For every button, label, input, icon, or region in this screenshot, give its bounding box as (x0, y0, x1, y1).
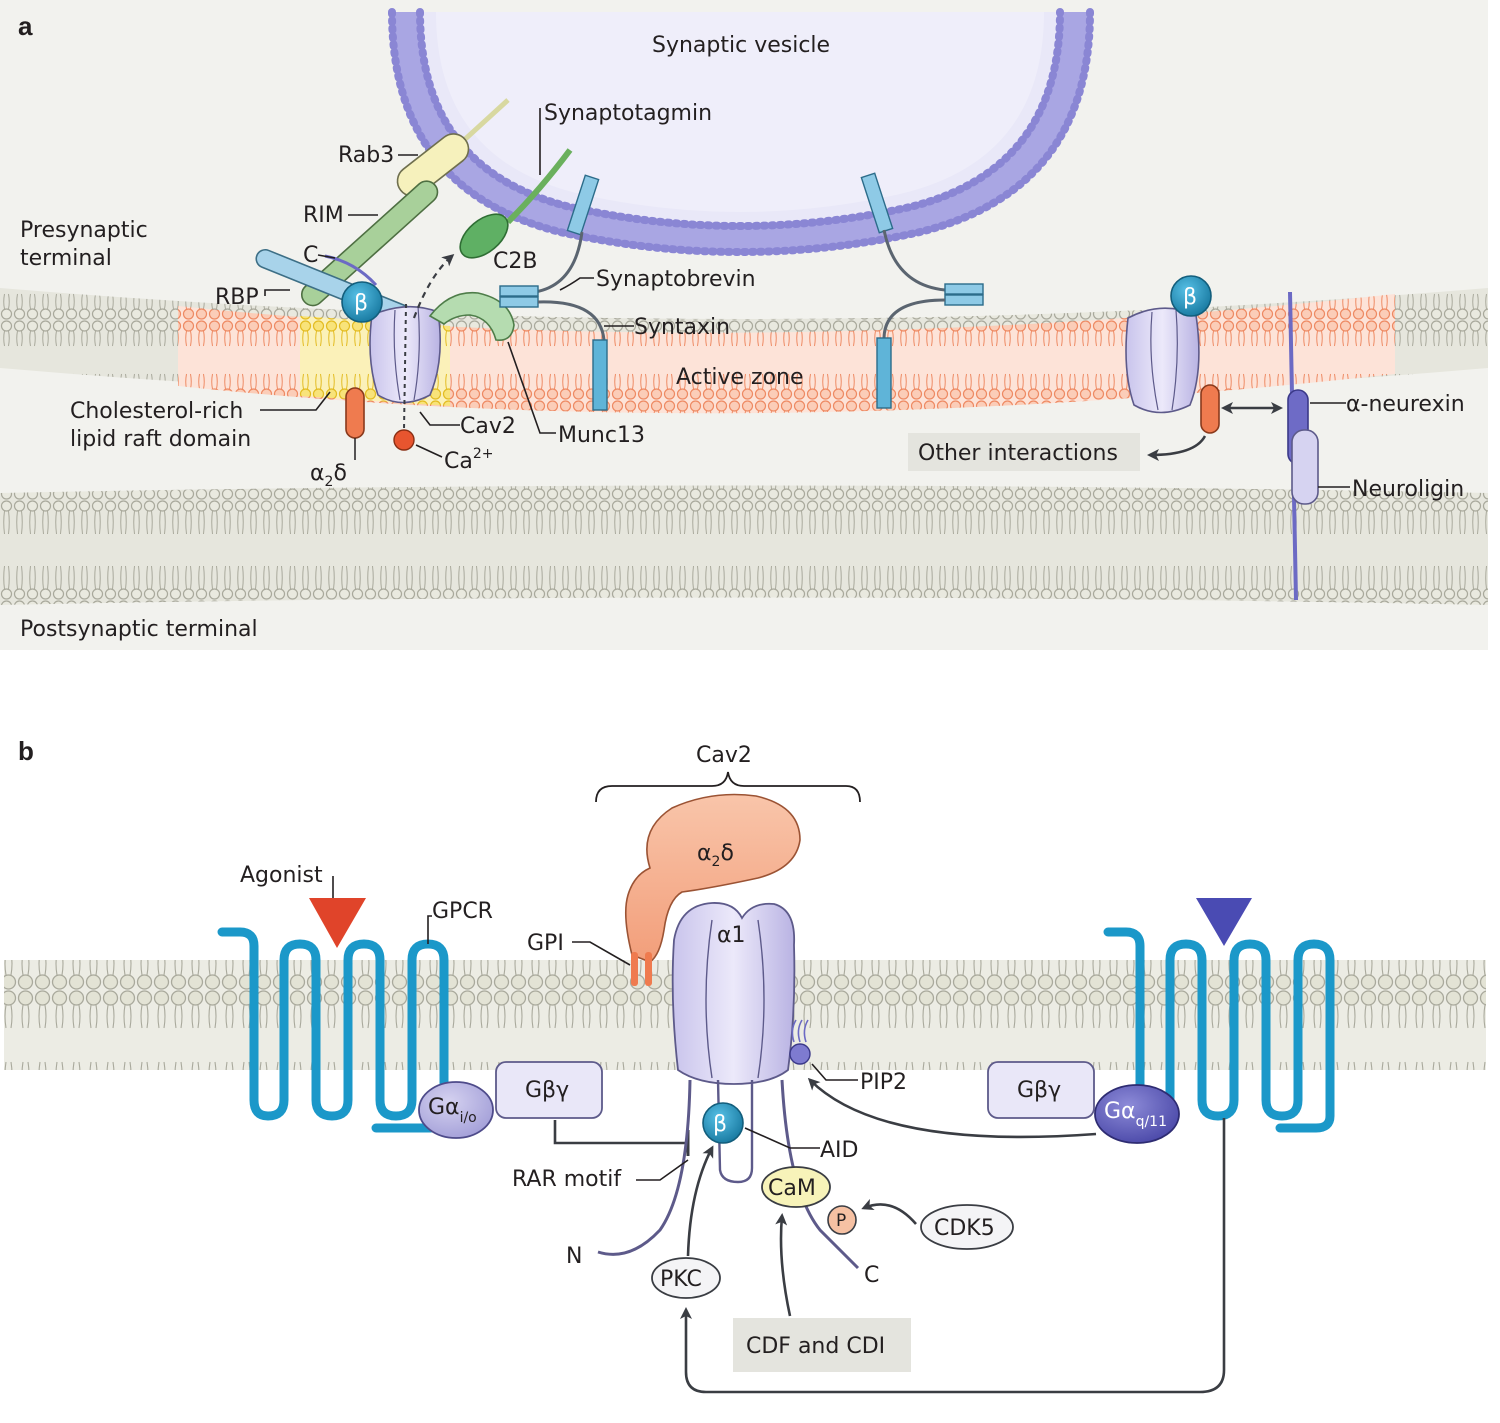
munc13-label: Munc13 (558, 423, 645, 448)
gpcr-left (217, 927, 449, 1133)
cdk5-protein (920, 1204, 1014, 1250)
pip2-label: PIP2 (860, 1070, 907, 1095)
n-terminal-label: N (566, 1244, 582, 1269)
phosphate-label: P (836, 1211, 846, 1231)
aid-label: AID (820, 1138, 858, 1163)
alpha1-channel (597, 902, 860, 1270)
c2b-label: C2B (493, 249, 537, 274)
cdf-cdi-box (733, 1318, 911, 1372)
alpha2delta-label-b: α2δ (697, 841, 734, 870)
c-terminal-label: C (303, 243, 318, 268)
snare-complex-left (499, 174, 608, 411)
cdk5-arrow (861, 1198, 917, 1225)
panel-a-letter: a (18, 11, 33, 41)
alpha1-label: α1 (717, 923, 746, 948)
beta-subunit-a (341, 281, 383, 323)
cav2-channel-a (369, 254, 455, 431)
cdk5-label: CDK5 (934, 1216, 995, 1241)
syntaxin-label: Syntaxin (634, 315, 730, 340)
c-terminal-label-b: C (864, 1263, 879, 1288)
rab3-protein (396, 98, 510, 197)
gpi-anchor-2 (645, 952, 652, 986)
pkc-protein (651, 1257, 721, 1299)
presynaptic-terminal-label-1: Presynaptic (20, 218, 148, 243)
synaptobrevin-label: Synaptobrevin (596, 267, 756, 292)
snare-complex-right (860, 172, 984, 409)
gbg-left-box (495, 1061, 603, 1119)
rar-motif-label: RAR motif (512, 1167, 622, 1192)
panel-b: b Cav2 Agonist GPCR Gαi/o Gβγ α2δ GPI (4, 736, 1486, 1394)
cholesterol-label-1: Cholesterol-rich (70, 399, 243, 424)
pkc-arrow (686, 1145, 714, 1257)
cam-protein (761, 1166, 831, 1208)
c2b-domain (459, 213, 509, 259)
rim-label: RIM (303, 203, 344, 228)
beta-subunit-b (702, 1102, 744, 1144)
alpha2delta-right (1200, 384, 1220, 434)
other-interactions-box (908, 433, 1140, 471)
pip2-molecule (789, 1043, 811, 1065)
beta-subunit-right (1170, 275, 1212, 317)
cav2-label-b: Cav2 (696, 743, 752, 768)
calcium-ion (393, 429, 415, 451)
cav2-bracket (595, 771, 861, 803)
active-zone-membrane (178, 294, 1395, 414)
other-interactions-arrow (1147, 435, 1207, 461)
agonist-label: Agonist (240, 863, 323, 888)
galpha-io (418, 1081, 494, 1139)
presynaptic-terminal-label-2: terminal (20, 246, 112, 271)
synaptotagmin-stalk (505, 148, 573, 225)
gaq-pip2-arrow (807, 1077, 1097, 1139)
gaq-pkc-loop-arrow (680, 1118, 1226, 1394)
gbg-left-label: Gβγ (525, 1078, 569, 1103)
cdf-cdi-arrow (775, 1213, 792, 1317)
gpcr-label: GPCR (432, 899, 493, 924)
alpha-neurexin-label: α-neurexin (1346, 392, 1465, 417)
neuroligin-protein (1291, 429, 1319, 505)
panel-a: a Synaptic vesicle Synaptotagmin Rab3 RI… (0, 0, 1488, 650)
rim-protein (300, 180, 439, 307)
ca-label: Ca2+ (444, 446, 493, 474)
cav2-label-a: Cav2 (460, 414, 516, 439)
beta-label-right: β (1183, 285, 1197, 310)
galpha-q11 (1094, 1084, 1180, 1144)
cholesterol-label-2: lipid raft domain (70, 427, 251, 452)
pkc-label: PKC (660, 1267, 702, 1292)
gbg-right-box (987, 1061, 1095, 1119)
panel-b-letter: b (18, 736, 34, 766)
gbg-inhibition-line (553, 1120, 686, 1145)
cdf-cdi-label: CDF and CDI (746, 1334, 885, 1359)
rab3-label: Rab3 (338, 143, 394, 168)
synaptic-vesicle-label: Synaptic vesicle (652, 33, 830, 58)
rbp-label: RBP (215, 285, 259, 310)
active-zone-label: Active zone (676, 365, 804, 390)
cam-label: CaM (768, 1176, 816, 1201)
other-interactions-label: Other interactions (918, 441, 1118, 466)
postsynaptic-membrane (0, 485, 1488, 605)
cav2-channel-right (1125, 307, 1200, 414)
phosphate-p (827, 1205, 857, 1235)
agonist-triangle-red (309, 898, 366, 948)
galpha-q11-label: Gαq/11 (1104, 1099, 1167, 1130)
alpha2delta-label-a: α2δ (310, 461, 347, 490)
alpha2delta-a (345, 387, 365, 439)
synaptotagmin-label: Synaptotagmin (544, 101, 712, 126)
neuroligin-label: Neuroligin (1352, 477, 1464, 502)
beta-label-b: β (713, 1112, 727, 1137)
munc13-protein (428, 291, 515, 342)
agonist-triangle-blue (1196, 898, 1252, 946)
gpi-anchor-1 (631, 952, 638, 986)
gpi-label: GPI (527, 931, 564, 956)
galpha-io-label: Gαi/o (428, 1095, 477, 1126)
postsynaptic-terminal-label: Postsynaptic terminal (20, 617, 258, 642)
beta-label-a: β (354, 291, 368, 316)
gbg-right-label: Gβγ (1017, 1078, 1061, 1103)
alpha2delta-b (624, 793, 801, 963)
